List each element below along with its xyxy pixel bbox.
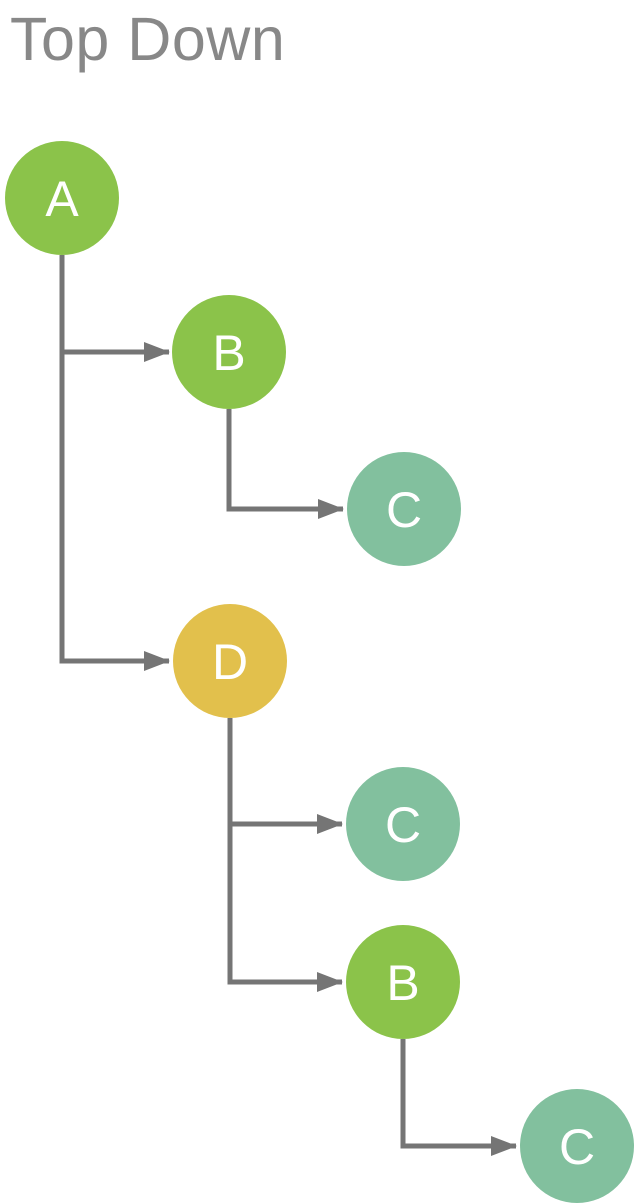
node-circle-A[interactable] — [5, 141, 119, 255]
diagram-title: Top Down — [10, 5, 286, 73]
node-B1[interactable]: B — [172, 295, 286, 409]
node-D[interactable]: D — [173, 604, 287, 718]
node-label-C1: C — [386, 482, 422, 538]
edges-layer — [59, 255, 517, 1156]
edge-D-C2 — [227, 718, 343, 834]
node-label-C3: C — [559, 1119, 595, 1175]
node-circle-D[interactable] — [173, 604, 287, 718]
node-circle-B2[interactable] — [346, 925, 460, 1039]
node-circle-C2[interactable] — [346, 767, 460, 881]
node-label-C2: C — [385, 797, 421, 853]
node-label-B2: B — [386, 955, 419, 1011]
nodes-layer: A B C D C B C — [5, 141, 634, 1203]
node-B2[interactable]: B — [346, 925, 460, 1039]
edge-B2-C3 — [400, 1039, 517, 1156]
node-circle-C1[interactable] — [347, 452, 461, 566]
node-label-B1: B — [212, 325, 245, 381]
node-C1[interactable]: C — [347, 452, 461, 566]
node-C3[interactable]: C — [520, 1089, 634, 1203]
node-C2[interactable]: C — [346, 767, 460, 881]
node-A[interactable]: A — [5, 141, 119, 255]
edge-D-B2 — [227, 718, 343, 992]
edge-A-B1 — [59, 255, 170, 362]
node-label-A: A — [45, 171, 79, 227]
edge-B1-C1 — [226, 409, 344, 519]
node-circle-B1[interactable] — [172, 295, 286, 409]
node-label-D: D — [212, 634, 248, 690]
edge-A-D — [59, 255, 170, 671]
node-circle-C3[interactable] — [520, 1089, 634, 1203]
